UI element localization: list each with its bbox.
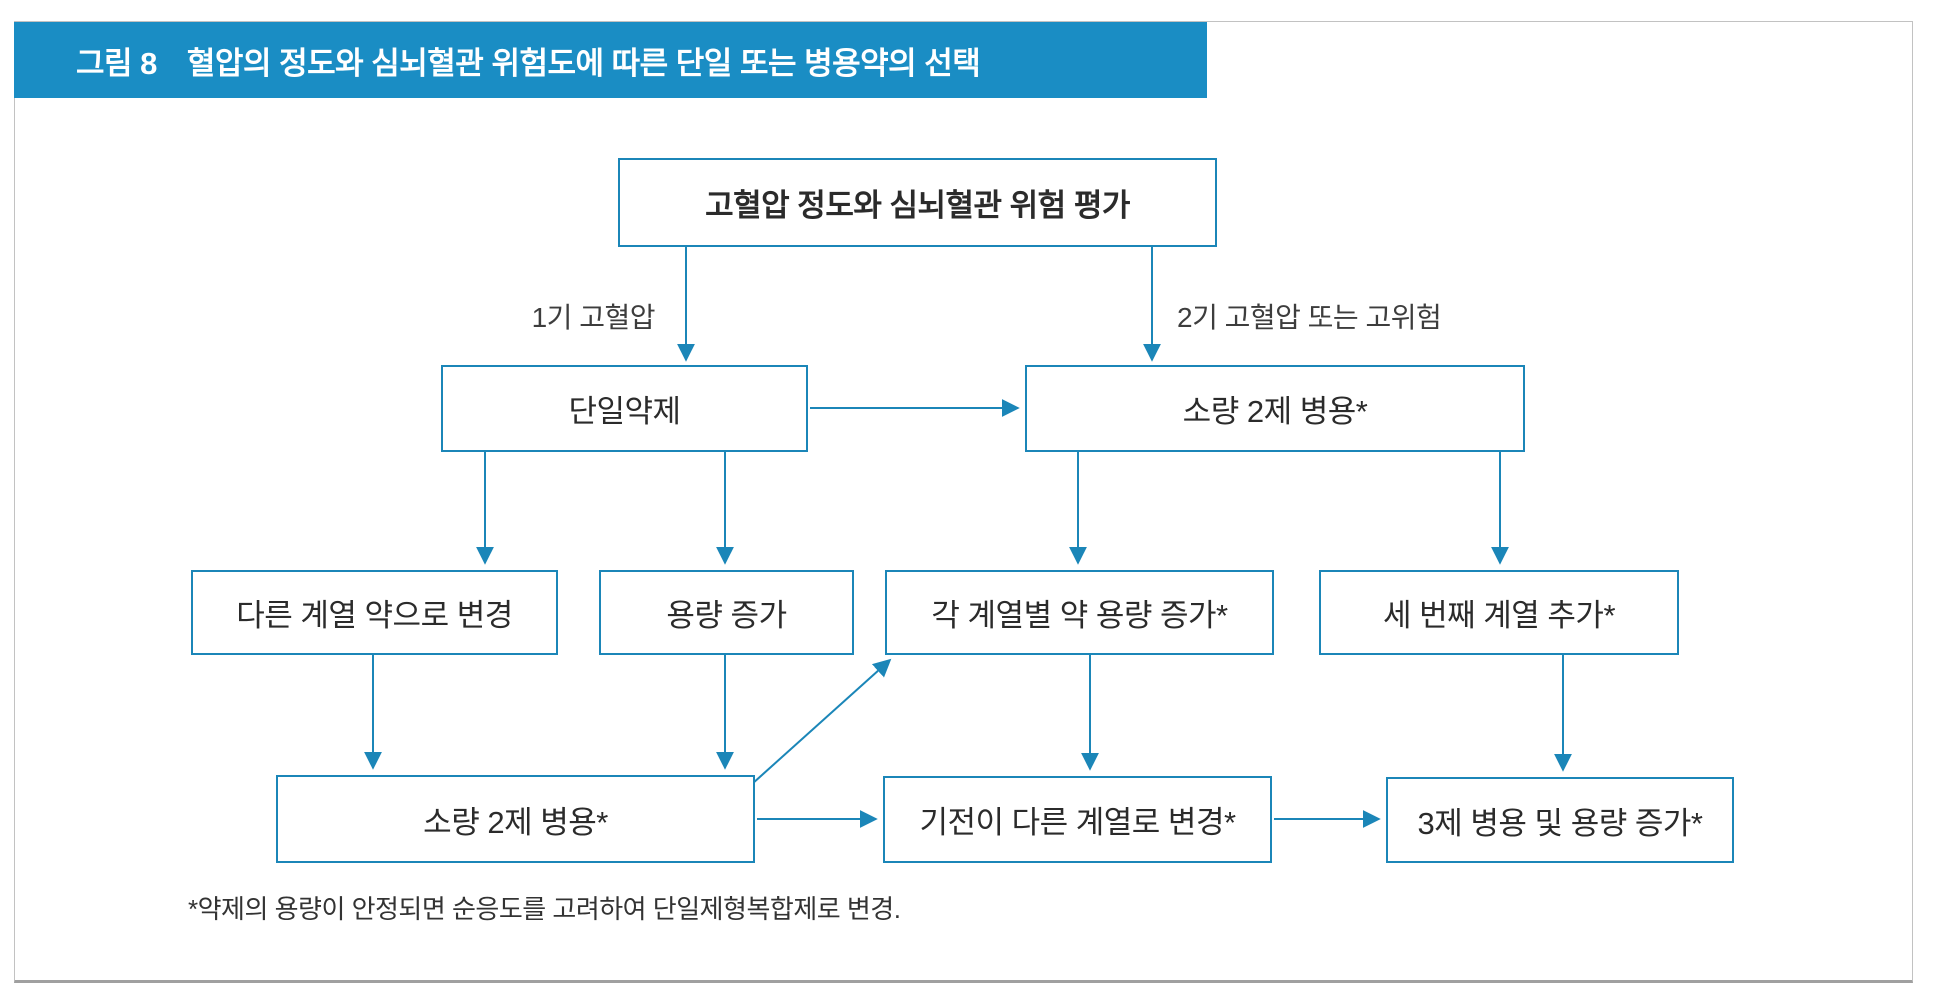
- branch-label-stage2: 2기 고혈압 또는 고위험: [1177, 302, 1442, 333]
- figure-title-banner: 그림 8 혈압의 정도와 심뇌혈관 위험도에 따른 단일 또는 병용약의 선택: [14, 22, 1207, 98]
- node-low-dose-dual-combo: 소량 2제 병용*: [1025, 365, 1525, 452]
- arrow-dual2-to-each-class-diagonal: [751, 658, 892, 785]
- node-triple-combo: 3제 병용 및 용량 증가*: [1386, 777, 1734, 863]
- node-increase-each-class-dose: 각 계열별 약 용량 증가*: [885, 570, 1274, 655]
- branch-label-stage1: 1기 고혈압: [531, 302, 656, 333]
- node-switch-class: 다른 계열 약으로 변경: [191, 570, 558, 655]
- node-increase-dose: 용량 증가: [599, 570, 854, 655]
- figure-title: 혈압의 정도와 심뇌혈관 위험도에 따른 단일 또는 병용약의 선택: [186, 45, 981, 81]
- node-monotherapy: 단일약제: [441, 365, 808, 452]
- figure-label: 그림 8: [76, 45, 157, 81]
- node-low-dose-dual-combo-2: 소량 2제 병용*: [276, 775, 755, 863]
- footnote: *약제의 용량이 안정되면 순응도를 고려하여 단일제형복합제로 변경.: [188, 894, 901, 924]
- node-risk-assessment: 고혈압 정도와 심뇌혈관 위험 평가: [618, 158, 1217, 247]
- node-add-third-class: 세 번째 계열 추가*: [1319, 570, 1679, 655]
- node-switch-mechanism-class: 기전이 다른 계열로 변경*: [883, 776, 1272, 863]
